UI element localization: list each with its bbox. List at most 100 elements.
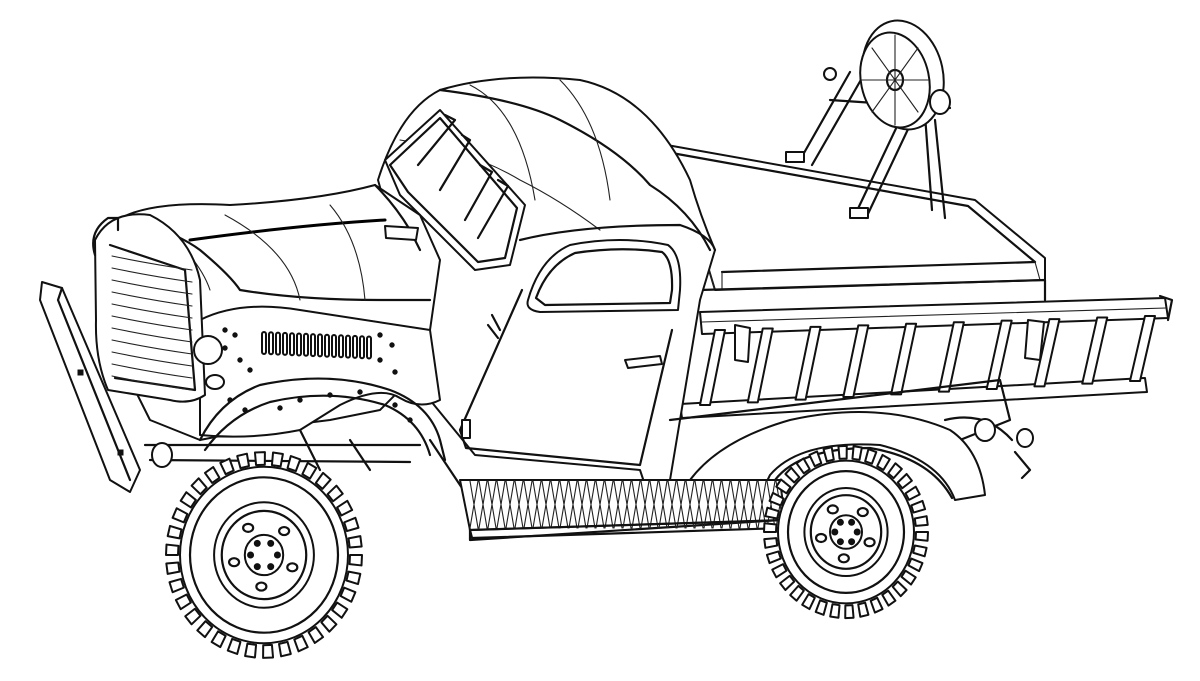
ladder-rung: [842, 324, 870, 398]
side-ladder: [679, 294, 1174, 419]
hood-louver: [352, 334, 358, 359]
hood-louver: [303, 332, 309, 357]
tire-tread: [763, 537, 779, 549]
tire-tread: [190, 477, 208, 496]
tire-tread: [768, 491, 785, 507]
tire-tread: [837, 444, 848, 460]
rivet: [222, 345, 228, 351]
grille-bar: [111, 255, 193, 271]
tire-tread: [339, 586, 357, 603]
door-handle: [624, 355, 663, 369]
lug-nut: [853, 528, 861, 536]
tire-tread: [764, 506, 780, 520]
tire-tread: [184, 607, 202, 626]
grille-bar: [111, 351, 193, 367]
tire-tread: [907, 557, 924, 573]
tire-tread: [262, 643, 275, 659]
grille-bar: [111, 339, 193, 355]
front-bumper: [39, 281, 141, 493]
tire-tread: [331, 601, 349, 619]
parking-light: [205, 374, 225, 390]
tire-tread: [348, 554, 363, 567]
tire-tread: [904, 485, 921, 501]
tire-tread: [784, 466, 801, 484]
lug-nut: [247, 551, 255, 559]
ladder-rung: [746, 327, 774, 404]
rivet: [237, 357, 243, 363]
tire-tread: [887, 462, 903, 480]
rivet: [242, 407, 248, 413]
tire-tread: [869, 596, 884, 614]
tire-tread: [301, 461, 318, 480]
lug-nut: [848, 518, 856, 526]
lug-nut: [273, 551, 281, 559]
hood-louver: [275, 331, 281, 356]
lug-nut: [848, 538, 856, 546]
hood-louver: [261, 331, 267, 355]
rivet: [222, 327, 228, 333]
hood-louver: [296, 332, 302, 357]
lug-nut: [831, 528, 839, 536]
running-board: [459, 479, 787, 540]
tire-tread: [286, 455, 302, 473]
tire-tread: [343, 516, 360, 533]
tire-tread: [775, 478, 792, 495]
tire-tread: [270, 451, 284, 468]
tire-tread: [765, 550, 782, 565]
reel-foot-left: [785, 151, 805, 163]
ladder-rung: [699, 329, 726, 406]
hood-louver: [324, 333, 330, 358]
tire-tread: [763, 522, 778, 533]
rivet: [357, 389, 363, 395]
tire-tread: [914, 531, 929, 542]
ladder-rung: [985, 319, 1013, 390]
grille-bar: [111, 279, 193, 295]
rivet: [297, 397, 303, 403]
hood-louver: [345, 334, 351, 359]
rivet: [232, 332, 238, 338]
hose-reel: [785, 19, 952, 220]
tire-tread: [891, 580, 908, 598]
tire-tread: [779, 574, 796, 592]
rivet: [407, 417, 413, 423]
tire-tread: [857, 601, 870, 618]
lug-nut: [836, 538, 844, 546]
tire-tread: [253, 451, 266, 467]
tire-tread: [814, 599, 828, 616]
tire-tread: [174, 593, 192, 611]
front-fender: [198, 305, 447, 462]
headlight: [193, 335, 223, 365]
tire-tread: [771, 563, 788, 579]
cab: [377, 76, 717, 486]
tire-tread: [829, 603, 841, 619]
rivet: [377, 357, 383, 363]
tire-tread: [808, 450, 823, 468]
tire-tread: [347, 535, 363, 549]
tire-tread: [910, 499, 927, 514]
rivet: [389, 342, 395, 348]
tire-tread: [864, 448, 878, 465]
tire-tread: [314, 471, 332, 490]
tire-tread: [876, 453, 891, 471]
rear-wheel: [763, 444, 929, 620]
tire-tread: [912, 544, 928, 558]
tire-tread: [896, 472, 913, 490]
tire-tread: [795, 457, 811, 475]
rivet: [392, 369, 398, 375]
tire-tread: [789, 584, 805, 602]
tire-tread: [844, 604, 855, 620]
ladder-rung: [1033, 318, 1061, 388]
rivet: [247, 367, 253, 373]
tire-tread: [900, 569, 917, 586]
tire-tread: [913, 515, 929, 527]
tire-tread: [320, 614, 338, 633]
tire-tread: [203, 466, 221, 484]
grille: [92, 213, 225, 403]
tire-tread: [226, 637, 242, 655]
tire-tread: [851, 445, 863, 461]
ladder-rung: [890, 322, 918, 396]
tire-tread: [219, 457, 235, 476]
grille-bar: [111, 363, 193, 379]
hood-louver: [359, 335, 365, 360]
